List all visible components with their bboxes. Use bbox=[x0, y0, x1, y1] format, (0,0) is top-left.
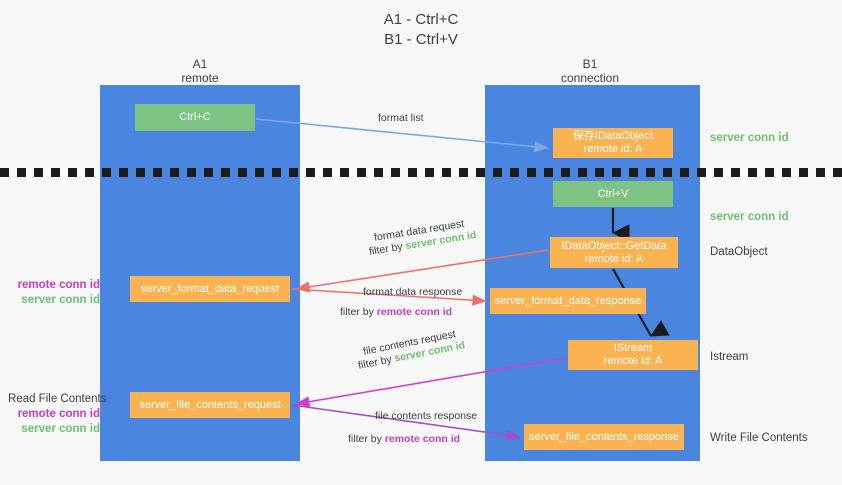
column-b1-role: connection bbox=[560, 71, 620, 85]
filter-value-remote-conn-id: remote conn id bbox=[376, 306, 453, 318]
annotation-left-server-conn-id-2: server conn id bbox=[21, 423, 100, 435]
column-b1-name: B1 bbox=[582, 57, 598, 71]
title-line-1: A1 - Ctrl+C bbox=[383, 11, 459, 28]
title-line-2: B1 - Ctrl+V bbox=[384, 31, 458, 48]
annotation-left-remote-conn-id-1: remote conn id bbox=[17, 279, 100, 291]
annotation-right-istream: Istream bbox=[710, 351, 749, 363]
filter-value-remote-conn-id: remote conn id bbox=[384, 433, 461, 445]
box-save-idataobject[interactable]: 保存IDataObject remote id: A bbox=[553, 128, 673, 158]
annotation-left-read-file-contents: Read File Contents bbox=[8, 393, 107, 405]
column-header-a1: A1 remote bbox=[110, 57, 290, 85]
box-save-idataobject-line2: remote id: A bbox=[583, 143, 643, 155]
box-server-file-contents-request[interactable]: server_file_contents_request bbox=[130, 392, 290, 418]
filter-prefix: filter by bbox=[368, 240, 407, 258]
column-a1-role: remote bbox=[181, 71, 219, 85]
annotation-right-server-conn-id-1: server conn id bbox=[710, 132, 789, 144]
filter-prefix: filter by bbox=[357, 352, 396, 372]
box-ctrl-c[interactable]: Ctrl+C bbox=[135, 104, 255, 131]
box-server-file-contents-response[interactable]: server_file_contents_response bbox=[524, 424, 684, 450]
filter-prefix: filter by bbox=[348, 433, 385, 445]
annotation-left-conn-ids-2: Read File Contents remote conn id server… bbox=[8, 392, 107, 437]
filter-prefix: filter by bbox=[340, 306, 377, 318]
annotation-right-write-file-contents: Write File Contents bbox=[710, 432, 808, 444]
box-idataobject-getdata[interactable]: IDataObject::GetData remote id: A bbox=[550, 237, 678, 268]
box-save-idataobject-line1: 保存IDataObject bbox=[572, 130, 654, 142]
annotation-left-remote-conn-id-2: remote conn id bbox=[17, 408, 100, 420]
box-istream[interactable]: IStream remote id: A bbox=[568, 340, 698, 370]
box-istream-line1: IStream bbox=[613, 342, 653, 354]
column-a1-name: A1 bbox=[192, 57, 208, 71]
edge-label-file-contents-response: file contents response bbox=[375, 410, 478, 422]
annotation-right-server-conn-id-2: server conn id bbox=[710, 211, 789, 223]
box-server-format-data-request[interactable]: server_format_data_request bbox=[130, 276, 290, 302]
annotation-left-conn-ids-1: remote conn id server conn id bbox=[8, 278, 100, 308]
phase-separator-dashed-line bbox=[0, 168, 842, 177]
column-header-b1: B1 connection bbox=[500, 57, 680, 85]
box-ctrl-v[interactable]: Ctrl+V bbox=[553, 181, 673, 207]
box-getdata-line1: IDataObject::GetData bbox=[561, 239, 667, 252]
box-getdata-line2: remote id: A bbox=[584, 252, 644, 265]
box-server-format-data-response[interactable]: server_format_data_response bbox=[490, 288, 646, 314]
box-istream-line2: remote id: A bbox=[603, 355, 663, 367]
edge-label-format-list: format list bbox=[378, 112, 424, 124]
diagram-title: A1 - Ctrl+C B1 - Ctrl+V bbox=[0, 10, 842, 50]
edge-label-format-data-response: format data response bbox=[363, 286, 463, 298]
edge-label-format-data-response-filter: filter by remote conn id bbox=[340, 305, 452, 319]
annotation-left-server-conn-id-1: server conn id bbox=[21, 294, 100, 306]
annotation-right-dataobject: DataObject bbox=[710, 246, 768, 258]
edge-label-file-contents-response-filter: filter by remote conn id bbox=[348, 432, 460, 446]
